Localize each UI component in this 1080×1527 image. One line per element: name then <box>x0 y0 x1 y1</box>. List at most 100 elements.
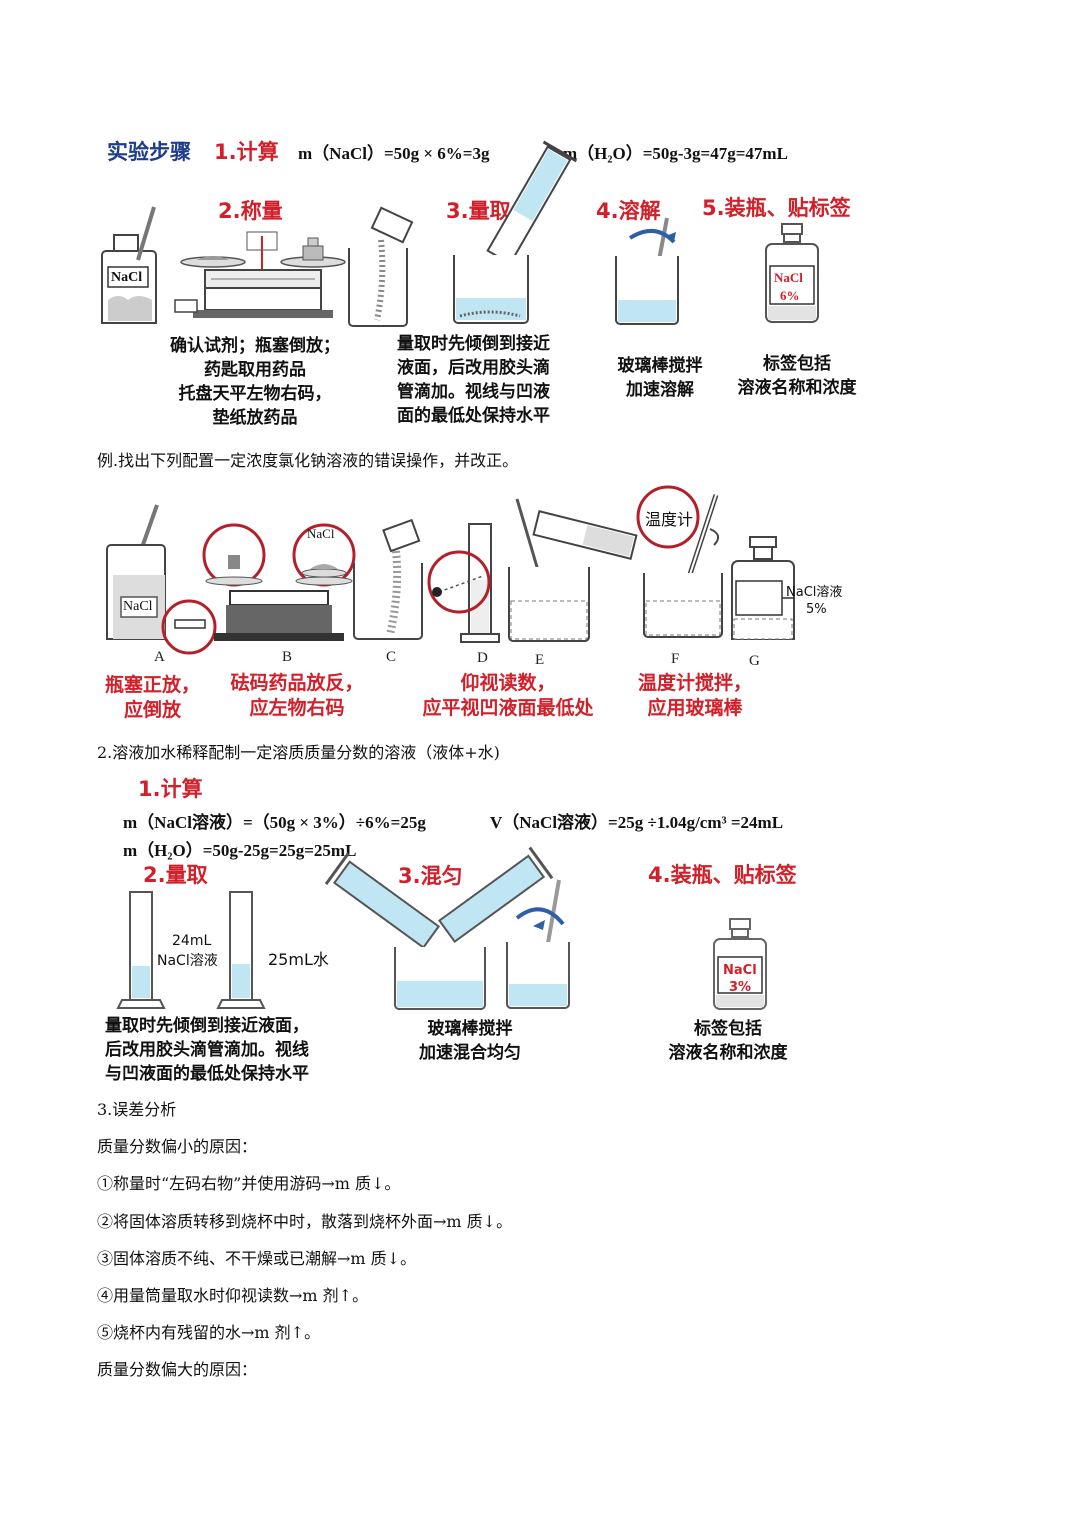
reason-item-5: ⑤烧杯内有残留的水→m 剂↑。 <box>97 1323 321 1342</box>
caption-weigh-line1: 确认试剂；瓶塞倒放； <box>170 336 340 356</box>
reagent-bottle-label: NaCl <box>111 270 143 285</box>
caption-weigh: 确认试剂；瓶塞倒放； 药匙取用药品 托盘天平左物右码， 垫纸放药品 <box>150 334 360 430</box>
error-f-caption: 温度计搅拌， 应用玻璃棒 <box>630 671 760 721</box>
reason-item-2: ②将固体溶质转移到烧杯中时，散落到烧杯外面→m 质↓。 <box>97 1212 513 1231</box>
caption-measure-line2: 液面，后改用胶头滴 <box>397 358 550 378</box>
section2-heading: 2.溶液加水稀释配制一定溶质质量分数的溶液（液体+水) <box>97 743 500 762</box>
caption-dissolve-line2: 加速溶解 <box>626 380 694 400</box>
sec2-bottle-label-conc: 3% <box>729 980 752 995</box>
sec2-formula2: V（NaCl溶液）=25g ÷1.04g/cm³ =24mL <box>490 813 784 832</box>
letter-c: C <box>386 649 397 665</box>
sec2-cyl1-label-vol: 24mL <box>172 933 212 949</box>
caption-measure-line3: 管滴加。视线与凹液 <box>397 382 550 402</box>
sec2-cylinders-illustration <box>116 891 266 1009</box>
sec2-caption-mix-line2: 加速混合均匀 <box>419 1043 521 1063</box>
caption-dissolve-line1: 玻璃棒搅拌 <box>617 356 703 376</box>
letter-e: E <box>535 652 545 668</box>
step2-weigh: 2.称量 <box>218 199 283 223</box>
error-d-illustration <box>427 523 500 643</box>
caption-label: 标签包括 溶液名称和浓度 <box>722 352 872 400</box>
error-b-nacl: NaCl <box>307 526 335 541</box>
formula-nacl-mass: m（NaCl）=50g × 6%=3g <box>298 144 490 163</box>
sec2-formula3: m（H₂O）=50g-25g=25g=25mL <box>123 841 357 860</box>
final-bottle-illustration <box>765 223 819 323</box>
sec2-formula1: m（NaCl溶液）=（50g × 3%）÷6%=25g <box>123 813 426 832</box>
final-bottle-label-conc: 6% <box>780 288 800 303</box>
error-f-line1: 温度计搅拌， <box>637 672 752 694</box>
reason-item-4: ④用量筒量取水时仰视读数→m 剂↑。 <box>97 1286 369 1305</box>
sec2-caption-measure-line2: 后改用胶头滴管滴加。视线 <box>105 1040 309 1060</box>
caption-dissolve: 玻璃棒搅拌 加速溶解 <box>605 354 715 402</box>
error-a-illustration <box>106 504 217 655</box>
caption-measure-line1: 量取时先倾倒到接近 <box>397 334 550 354</box>
reason-item-1: ①称量时“左码右物”并使用游码→m 质↓。 <box>97 1174 401 1193</box>
high-reasons-title: 质量分数偏大的原因： <box>97 1360 258 1379</box>
error-f-line2: 应用玻璃棒 <box>647 697 743 719</box>
error-a-caption: 瓶塞正放， 应倒放 <box>100 673 205 723</box>
sec2-caption-measure-line1: 量取时先倾倒到接近液面， <box>105 1016 309 1036</box>
sec2-caption-mix: 玻璃棒搅拌 加速混合均匀 <box>400 1017 540 1065</box>
step5-bottle-label: 5.装瓶、贴标签 <box>702 196 851 220</box>
error-g-label-name: NaCl溶液 <box>786 585 843 600</box>
letter-d: D <box>477 650 488 666</box>
section3-heading: 3.误差分析 <box>97 1100 177 1119</box>
sec2-cyl1-label-name: NaCl溶液 <box>157 953 218 969</box>
sec2-step4: 4.装瓶、贴标签 <box>648 863 797 887</box>
error-b-line2: 应左物右码 <box>249 697 345 719</box>
step3-measure: 3.量取 <box>446 199 511 223</box>
caption-measure-line4: 面的最低处保持水平 <box>397 406 550 426</box>
letter-g: G <box>749 653 760 669</box>
sec2-bottle-label-name: NaCl <box>723 963 757 978</box>
letter-a: A <box>154 649 165 665</box>
error-d-line2: 应平视凹液面最低处 <box>422 697 594 719</box>
sec2-caption-measure: 量取时先倾倒到接近液面， 后改用胶头滴管滴加。视线 与凹液面的最低处保持水平 <box>105 1014 309 1086</box>
sec2-caption-label-line2: 溶液名称和浓度 <box>668 1043 788 1063</box>
error-d-caption: 仰视读数， 应平视凹液面最低处 <box>408 671 608 721</box>
example-question: 例.找出下列配置一定浓度氯化钠溶液的错误操作，并改正。 <box>97 451 519 470</box>
final-bottle-label-name: NaCl <box>774 270 803 285</box>
error-f-thermometer-label: 温度计 <box>645 510 694 529</box>
step1-calc: 1.计算 <box>214 140 279 164</box>
error-g-label-conc: 5% <box>806 602 827 617</box>
error-d-line1: 仰视读数， <box>460 672 556 694</box>
error-c-illustration <box>353 518 423 640</box>
error-a-line1: 瓶塞正放， <box>104 674 200 696</box>
cylinder-pour-illustration <box>453 140 578 324</box>
caption-weigh-line2: 药匙取用药品 <box>204 360 306 380</box>
sec2-caption-label-line1: 标签包括 <box>694 1019 762 1039</box>
caption-measure: 量取时先倾倒到接近 液面，后改用胶头滴 管滴加。视线与凹液 面的最低处保持水平 <box>397 332 550 428</box>
reagent-bottle-illustration <box>101 206 157 324</box>
error-a-nacl: NaCl <box>123 599 153 614</box>
balance-illustration <box>174 231 346 318</box>
error-g-illustration <box>731 536 795 640</box>
steps-title: 实验步骤 <box>107 140 191 164</box>
error-b-illustration <box>202 523 356 641</box>
caption-label-line1: 标签包括 <box>763 354 831 374</box>
letter-f: F <box>671 651 680 667</box>
sec2-step1: 1.计算 <box>138 777 203 801</box>
reason-item-3: ③固体溶质不纯、不干燥或已潮解→m 质↓。 <box>97 1249 417 1268</box>
letter-b: B <box>282 649 293 665</box>
dissolve-beaker-illustration <box>615 217 679 325</box>
sec2-cyl2-label: 25mL水 <box>268 950 329 969</box>
caption-weigh-line4: 垫纸放药品 <box>212 408 298 428</box>
sec2-final-bottle-illustration <box>713 918 767 1010</box>
sec2-caption-mix-line1: 玻璃棒搅拌 <box>427 1019 513 1039</box>
error-e-illustration <box>508 498 638 642</box>
beaker-pour-illustration <box>348 206 414 327</box>
sec2-step2: 2.量取 <box>143 863 208 887</box>
sec2-step3: 3.混匀 <box>398 864 463 888</box>
sec2-caption-measure-line3: 与凹液面的最低处保持水平 <box>105 1064 309 1084</box>
sec2-caption-label: 标签包括 溶液名称和浓度 <box>655 1017 801 1065</box>
formula-water-mass: m（H₂O）=50g-3g=47g=47mL <box>563 144 788 163</box>
error-f-illustration <box>636 485 723 638</box>
error-a-line2: 应倒放 <box>123 699 181 721</box>
error-b-line1: 砝码药品放反， <box>230 672 364 694</box>
sec2-mix-illustration <box>324 846 554 1010</box>
caption-weigh-line3: 托盘天平左物右码， <box>178 384 332 404</box>
sec2-stir-beaker-illustration <box>506 879 570 1009</box>
caption-label-line2: 溶液名称和浓度 <box>737 378 857 398</box>
step4-dissolve: 4.溶解 <box>596 199 661 223</box>
low-reasons-title: 质量分数偏小的原因： <box>97 1137 258 1156</box>
error-b-caption: 砝码药品放反， 应左物右码 <box>222 671 372 721</box>
